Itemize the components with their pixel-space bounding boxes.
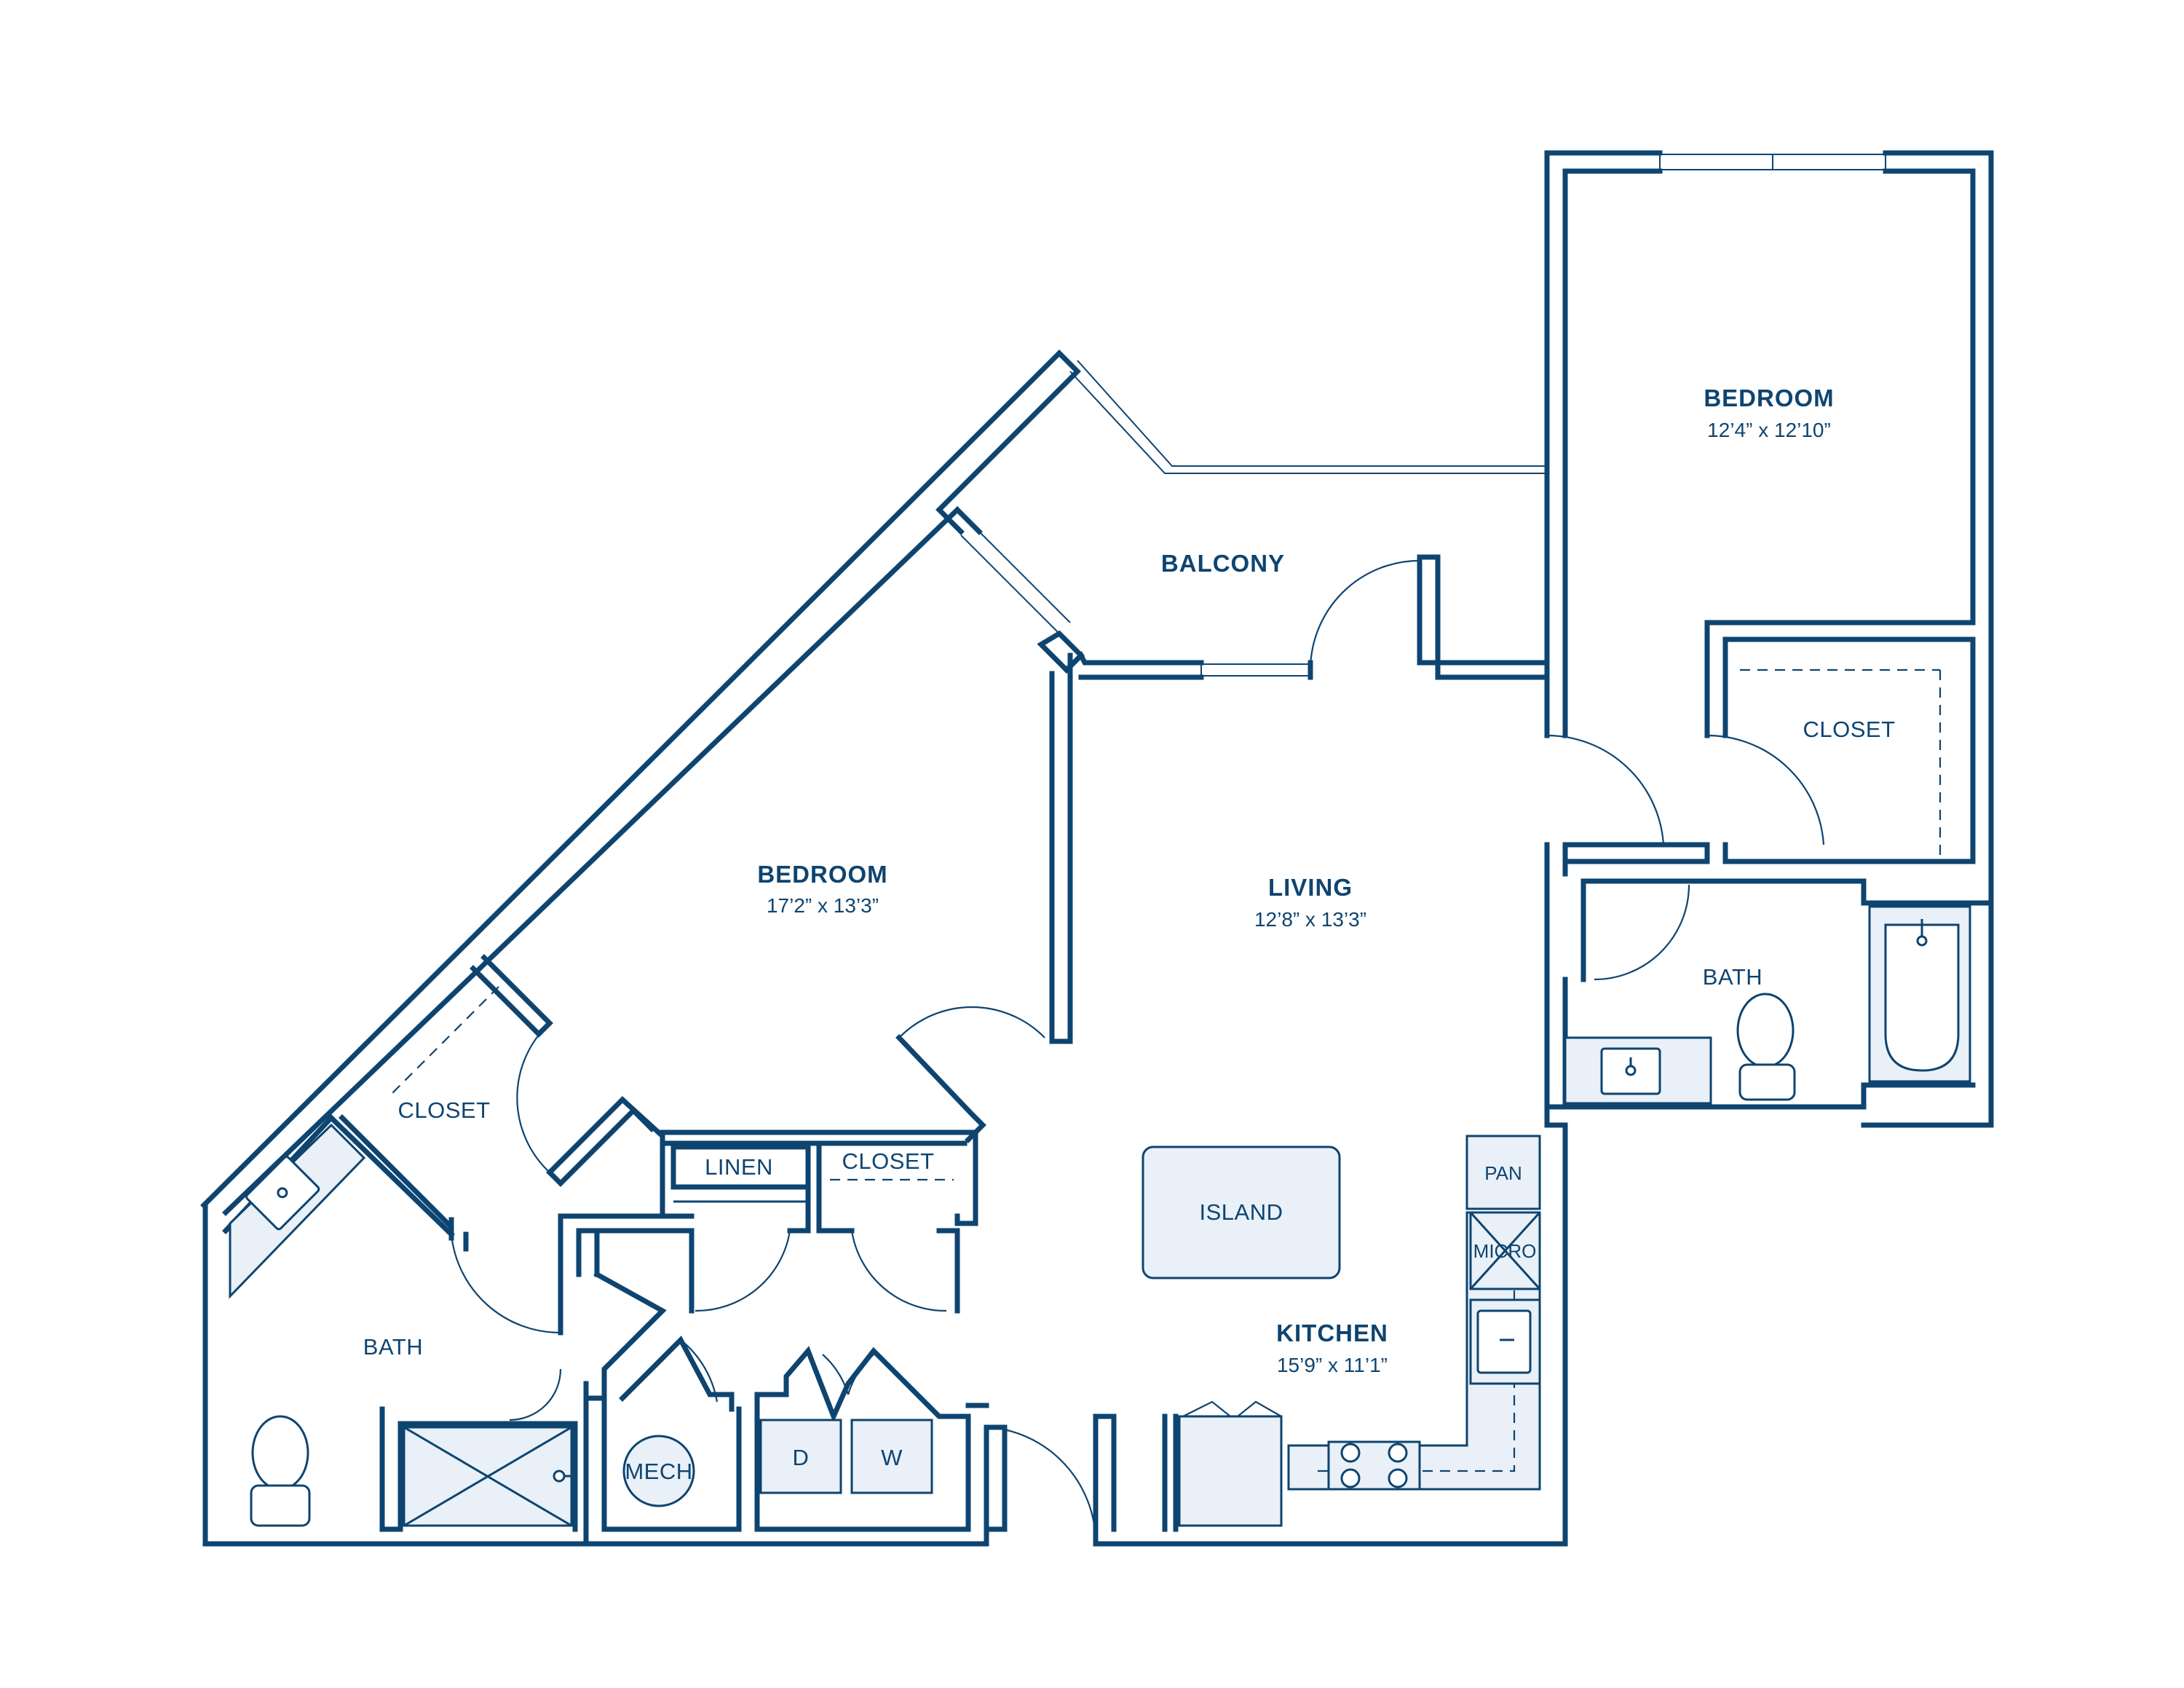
- room-dimensions: 12’8” x 13’3”: [1254, 908, 1366, 931]
- room-name: KITCHEN: [1276, 1320, 1388, 1346]
- room-dimensions: 12’4” x 12’10”: [1707, 419, 1831, 441]
- door-swing: [680, 1339, 719, 1403]
- kitchen-island: [1142, 1145, 1341, 1279]
- room-name: BEDROOM: [757, 861, 887, 888]
- dryer-label: D: [793, 1445, 810, 1470]
- door-swing: [898, 1006, 1045, 1038]
- water-heater: [622, 1435, 695, 1507]
- room-dimensions: 17’2” x 13’3”: [767, 894, 879, 917]
- vanity-sink: [1564, 1036, 1712, 1105]
- bath-label: BATH: [1703, 964, 1762, 990]
- island-label: ISLAND: [1200, 1199, 1283, 1225]
- door-swing: [822, 1354, 850, 1395]
- door-swing: [1309, 559, 1420, 671]
- left-wing-walls: [222, 954, 1117, 1547]
- washer-label: W: [881, 1445, 903, 1470]
- door-swing: [1706, 734, 1825, 845]
- pantry-label: PAN: [1484, 1162, 1522, 1184]
- linen-label: LINEN: [705, 1154, 773, 1180]
- bathtub: [1868, 905, 1971, 1083]
- door-swing: [1546, 734, 1665, 845]
- microwave-label: MICRO: [1473, 1240, 1537, 1262]
- closet-label: CLOSET: [397, 1097, 490, 1123]
- door-swing: [1594, 884, 1690, 981]
- bath-label: BATH: [363, 1334, 423, 1360]
- stove: [1327, 1440, 1421, 1491]
- closet-label: CLOSET: [842, 1148, 934, 1174]
- toilet-icon: [250, 1415, 311, 1527]
- shower: [403, 1426, 575, 1527]
- vanity-sink: [229, 1123, 366, 1299]
- door-swing: [695, 1230, 791, 1312]
- toilet-icon: [1736, 993, 1796, 1101]
- mech-label: MECH: [625, 1459, 692, 1484]
- refrigerator: [1162, 1400, 1283, 1532]
- room-name: LIVING: [1268, 874, 1353, 901]
- door-swing: [850, 1230, 947, 1312]
- room-name: BALCONY: [1161, 550, 1285, 577]
- door-swing: [450, 1234, 561, 1334]
- main-walls: [200, 350, 1568, 1547]
- microwave: [1469, 1211, 1541, 1290]
- door-swing: [989, 1426, 1097, 1541]
- washer-dryer: [759, 1419, 933, 1494]
- door-swing: [847, 1354, 874, 1395]
- kitchen-sink: [1469, 1298, 1541, 1385]
- door-swing: [516, 1022, 550, 1173]
- door-swing: [509, 1368, 562, 1421]
- closet-label: CLOSET: [1803, 717, 1895, 742]
- room-name: BEDROOM: [1704, 384, 1834, 411]
- pantry: [1465, 1135, 1541, 1210]
- room-dimensions: 15’9” x 11’1”: [1277, 1354, 1388, 1376]
